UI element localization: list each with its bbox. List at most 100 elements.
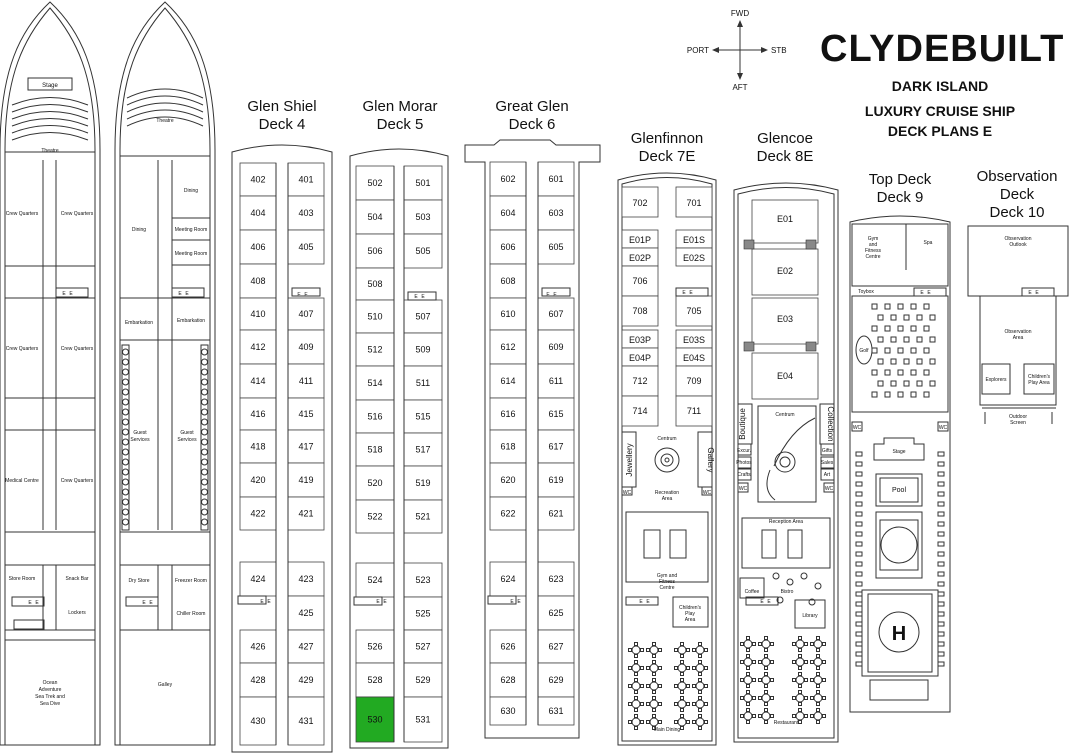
dining-table xyxy=(649,717,659,727)
cabin-714: 714 xyxy=(632,406,647,416)
cabin-712: 712 xyxy=(632,376,647,386)
dining-table xyxy=(677,717,687,727)
dining-chair xyxy=(816,672,820,676)
cabin-423-room[interactable] xyxy=(287,561,325,597)
deck-4-title: Glen Shiel Deck 4 xyxy=(217,98,347,134)
cabin-616-room[interactable] xyxy=(489,397,527,431)
cabin-407-room[interactable] xyxy=(287,297,325,331)
cabin-521-room[interactable] xyxy=(403,499,443,534)
dining-chair xyxy=(652,708,656,712)
cabin-412-room[interactable] xyxy=(239,329,277,365)
cabin-401-room[interactable] xyxy=(287,162,325,197)
sales-label: Sales xyxy=(821,460,834,466)
crew-quarters-label: Crew Quarters xyxy=(6,346,39,352)
cabin-627-room[interactable] xyxy=(537,629,575,664)
cabin-404-room[interactable] xyxy=(239,195,277,231)
cabin-621-room[interactable] xyxy=(537,496,575,531)
cabin-604-room[interactable] xyxy=(489,195,527,231)
cabin-608-room[interactable] xyxy=(489,263,527,299)
cabin-612-room[interactable] xyxy=(489,329,527,365)
cabin-615-room[interactable] xyxy=(537,397,575,431)
cabin-426-room[interactable] xyxy=(239,629,277,664)
cabin-628-room[interactable] xyxy=(489,662,527,698)
cabin-402-room[interactable] xyxy=(239,162,277,197)
explorers-label: Explorers xyxy=(985,377,1007,383)
bistro-table xyxy=(800,572,808,580)
dining-chair xyxy=(764,636,768,640)
stage-label: Stage xyxy=(892,449,905,455)
cabin-403-room[interactable] xyxy=(287,195,325,231)
cabin-431-room[interactable] xyxy=(287,696,325,746)
gym-label: Fitness xyxy=(865,248,882,254)
dining-chair xyxy=(674,720,678,724)
cabin-522-room[interactable] xyxy=(355,499,395,534)
stair-block xyxy=(743,341,755,352)
cabin-506-room[interactable] xyxy=(355,233,395,269)
cabin-417-label: 417 xyxy=(298,442,313,452)
cabin-409-label: 409 xyxy=(298,342,313,352)
cabin-430-room[interactable] xyxy=(239,696,277,746)
cabin-427-room[interactable] xyxy=(287,629,325,664)
cabin-530-room[interactable] xyxy=(355,696,395,743)
deck-8e-name: Glencoe xyxy=(757,130,813,147)
cabin-501-room[interactable] xyxy=(403,165,443,201)
cabin-503-room[interactable] xyxy=(403,199,443,235)
dining-chair xyxy=(652,696,656,700)
cabin-424-room[interactable] xyxy=(239,561,277,597)
cabin-406-room[interactable] xyxy=(239,229,277,265)
cabin-624-room[interactable] xyxy=(489,561,527,597)
wc-label: WC xyxy=(853,425,862,431)
cabin-629-room[interactable] xyxy=(537,662,575,698)
cabin-617-room[interactable] xyxy=(537,429,575,464)
lounge-seat xyxy=(897,303,904,310)
freezer-room-label: Freezer Room xyxy=(175,578,207,584)
cabin-422-room[interactable] xyxy=(239,496,277,531)
elevator-label: E xyxy=(304,292,308,298)
cabin-529-room[interactable] xyxy=(403,662,443,698)
dining-chair xyxy=(698,678,702,682)
cabin-509-room[interactable] xyxy=(403,332,443,367)
lounge-seat xyxy=(910,391,917,398)
cabin-518-room[interactable] xyxy=(355,432,395,467)
cabin-614-room[interactable] xyxy=(489,363,527,399)
cabin-429-room[interactable] xyxy=(287,662,325,698)
cabin-607-label: 607 xyxy=(548,309,563,319)
cabin-510-room[interactable] xyxy=(355,299,395,334)
cabin-623-room[interactable] xyxy=(537,561,575,597)
cabin-531-room[interactable] xyxy=(403,696,443,743)
sunbed xyxy=(937,521,945,527)
dining-table xyxy=(631,699,641,709)
cabin-505-room[interactable] xyxy=(403,233,443,269)
cabin-514-room[interactable] xyxy=(355,365,395,401)
cabin-515-room[interactable] xyxy=(403,399,443,434)
lounge-seat xyxy=(897,369,904,376)
cabin-630-room[interactable] xyxy=(489,696,527,726)
cabin-517-room[interactable] xyxy=(403,432,443,467)
cabin-611-room[interactable] xyxy=(537,363,575,399)
cabin-629-label: 629 xyxy=(548,675,563,685)
cabin-620-room[interactable] xyxy=(489,462,527,498)
dining-chair xyxy=(640,720,644,724)
cabin-523-room[interactable] xyxy=(403,562,443,598)
dining-chair xyxy=(798,690,802,694)
lounge-seat xyxy=(897,347,904,354)
deck-8e-venues: Centrum Boutique Collection Excur. Photo… xyxy=(736,406,835,726)
cabin-504-room[interactable] xyxy=(355,199,395,235)
dining-chair xyxy=(652,672,656,676)
cabin-410-room[interactable] xyxy=(239,297,277,331)
guest-services-label: Services xyxy=(130,437,150,443)
cabin-527-label: 527 xyxy=(415,642,430,652)
cabin-630-label: 630 xyxy=(500,706,515,716)
cabin-616-label: 616 xyxy=(500,409,515,419)
cabin-601-room[interactable] xyxy=(537,161,575,197)
cabin-508-room[interactable] xyxy=(355,267,395,301)
cabin-420-room[interactable] xyxy=(239,462,277,498)
cabin-607-room[interactable] xyxy=(537,297,575,331)
cabin-528-room[interactable] xyxy=(355,662,395,698)
cabin-622-room[interactable] xyxy=(489,496,527,531)
cabin-603-room[interactable] xyxy=(537,195,575,231)
cabin-425-room[interactable] xyxy=(287,595,325,631)
cabin-512-label: 512 xyxy=(367,345,382,355)
cabin-421-room[interactable] xyxy=(287,496,325,531)
sunbed xyxy=(937,471,945,477)
